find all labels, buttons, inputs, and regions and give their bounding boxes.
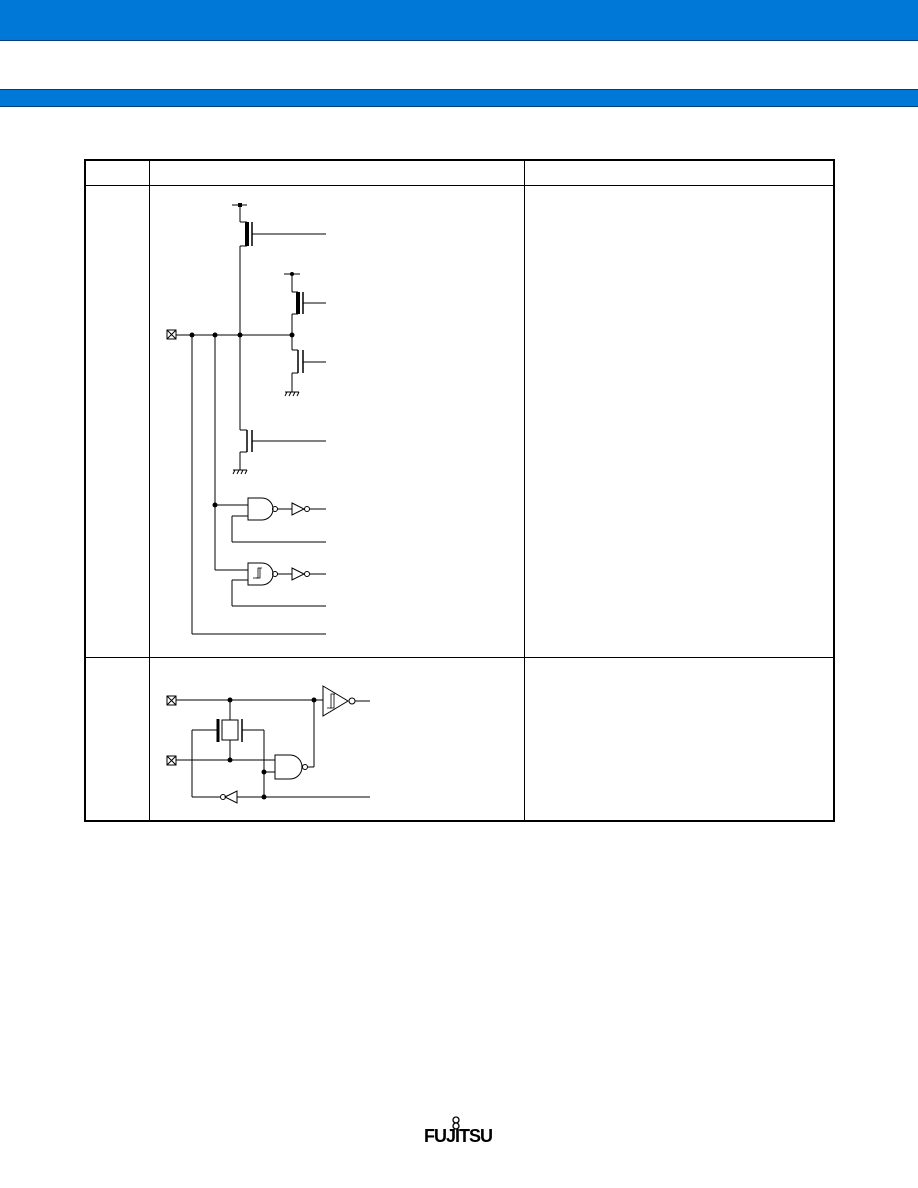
row-divider <box>86 657 833 658</box>
fujitsu-logo: FUJITSU <box>418 1114 498 1154</box>
io-port-circuit <box>166 204 326 635</box>
section-band <box>0 89 918 107</box>
io-circuit-table <box>84 159 835 822</box>
column-divider-2 <box>524 161 525 820</box>
column-divider-1 <box>149 161 150 820</box>
logo-text: FUJITSU <box>423 1126 493 1146</box>
infinity-mark-icon <box>452 1116 460 1130</box>
header-band <box>0 0 918 41</box>
oscillator-circuit <box>166 685 370 804</box>
junction-dots <box>189 203 317 800</box>
header-row-divider <box>86 185 833 186</box>
